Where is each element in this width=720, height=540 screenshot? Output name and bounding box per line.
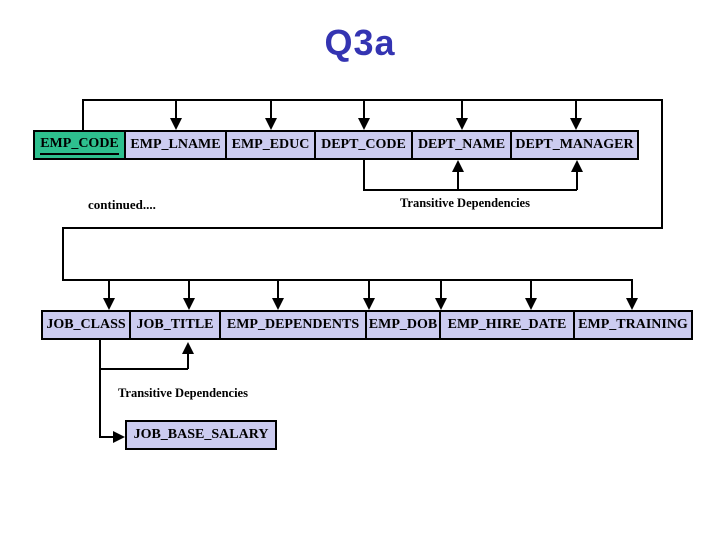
slide-title: Q3a xyxy=(324,22,396,63)
transitive-top-lines xyxy=(363,160,583,191)
attr-box-job-title: JOB_TITLE xyxy=(129,310,221,340)
attr-label-emp-code: EMP_CODE xyxy=(40,136,119,155)
attr-label-emp-dob: EMP_DOB xyxy=(368,317,438,332)
attr-label-job-title: JOB_TITLE xyxy=(136,317,214,332)
attr-label-job-class: JOB_CLASS xyxy=(46,317,126,332)
attr-box-dept-name: DEPT_NAME xyxy=(411,130,512,160)
fanout-arrows-bottom-row xyxy=(103,280,537,310)
transitive-bottom-lines xyxy=(99,340,194,443)
attr-box-emp-training: EMP_TRAINING xyxy=(573,310,693,340)
attr-label-dept-code: DEPT_CODE xyxy=(321,137,406,152)
deptcode-transitive-trace xyxy=(363,160,577,191)
attr-box-dept-code: DEPT_CODE xyxy=(314,130,413,160)
empcode-determinant-trace xyxy=(62,99,663,310)
attr-label-emp-lname: EMP_LNAME xyxy=(130,137,221,152)
attr-box-emp-dependents: EMP_DEPENDENTS xyxy=(219,310,367,340)
attr-label-emp-educ: EMP_EDUC xyxy=(231,137,310,152)
attr-box-emp-hire-date: EMP_HIRE_DATE xyxy=(439,310,575,340)
attr-box-emp-dob: EMP_DOB xyxy=(365,310,441,340)
jobclass-to-salary-trace xyxy=(99,340,125,443)
attr-label-emp-hire-date: EMP_HIRE_DATE xyxy=(447,317,567,332)
attr-box-emp-code: EMP_CODE xyxy=(33,130,126,160)
fanout-arrows-top-row xyxy=(170,100,582,130)
attr-label-dept-name: DEPT_NAME xyxy=(417,137,506,152)
attr-box-job-class: JOB_CLASS xyxy=(41,310,131,340)
attr-box-dept-manager: DEPT_MANAGER xyxy=(510,130,639,160)
transitive-label-top: Transitive Dependencies xyxy=(400,196,530,210)
attr-box-job-base-salary: JOB_BASE_SALARY xyxy=(125,420,277,450)
attr-label-emp-training: EMP_TRAINING xyxy=(578,317,688,332)
continued-label: continued.... xyxy=(88,197,156,212)
attr-box-emp-lname: EMP_LNAME xyxy=(124,130,227,160)
attr-label-job-base-salary: JOB_BASE_SALARY xyxy=(133,427,269,442)
attr-label-dept-manager: DEPT_MANAGER xyxy=(515,137,634,152)
attr-box-emp-educ: EMP_EDUC xyxy=(225,130,316,160)
transitive-label-bottom: Transitive Dependencies xyxy=(118,386,248,400)
attr-label-emp-dependents: EMP_DEPENDENTS xyxy=(226,317,360,332)
